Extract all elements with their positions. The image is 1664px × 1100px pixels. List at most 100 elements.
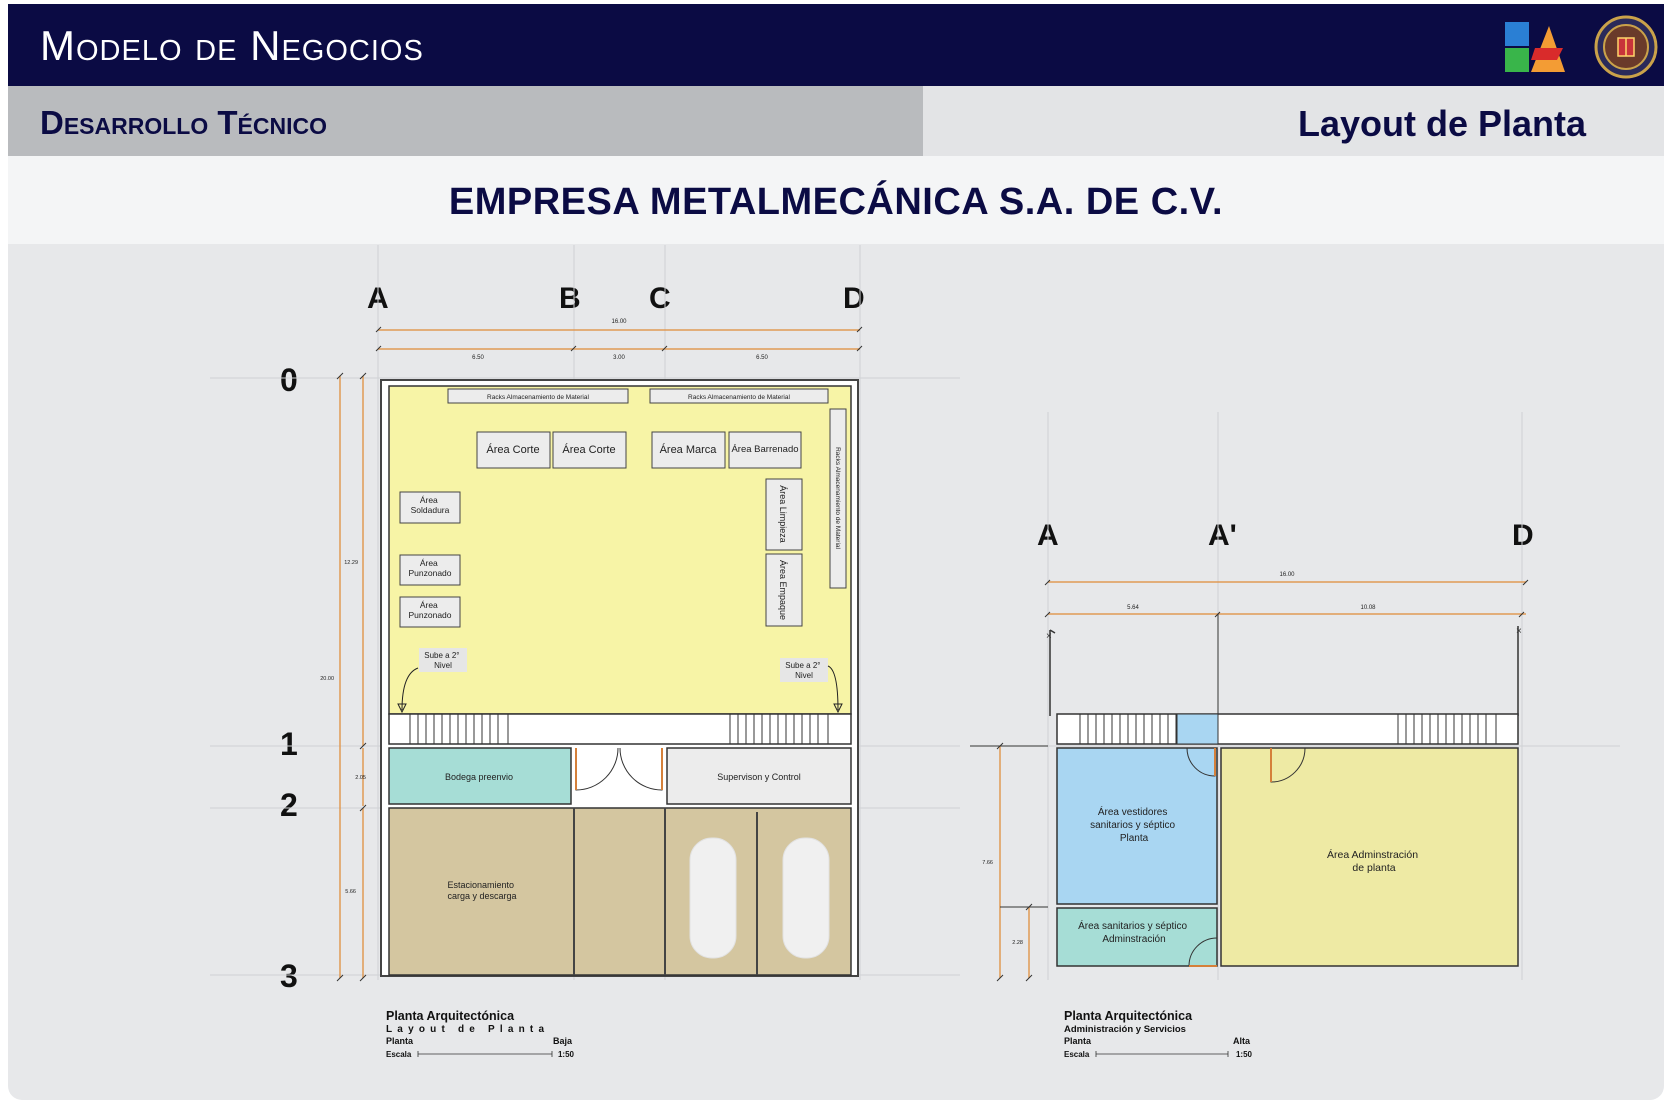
racks-top-2-label: Racks Almacenamiento de Material [688, 394, 790, 401]
area-corte-2-label: Área Corte [562, 443, 615, 456]
caption-escala: Escala [386, 1050, 412, 1059]
racks-side-label: Racks Almacenamiento de Material [834, 447, 841, 549]
upper-caption-subtitle: Administración y Servicios [1064, 1024, 1186, 1035]
door-administracion-icon [1270, 747, 1306, 783]
caption-title: Planta Arquitectónica [386, 1009, 515, 1023]
parking-area [388, 807, 852, 976]
area-corte-1-label: Área Corte [486, 443, 539, 456]
racks-top-1-label: Racks Almacenamiento de Material [487, 394, 589, 401]
dim-part-3: 6.50 [756, 355, 768, 361]
axis-label-d-upper: D [1512, 519, 1534, 552]
upper-floor-plan: A A' D 16.00 5.64 10.08 [970, 412, 1620, 1059]
page-title-bar [923, 86, 1664, 156]
left-dimensions [339, 376, 364, 978]
corner-mark-icon: × [1046, 631, 1052, 642]
caption-planta-value: Baja [553, 1036, 573, 1046]
bodega-preenvio [388, 747, 572, 805]
upper-caption-title: Planta Arquitectónica [1064, 1009, 1193, 1023]
racks-side [829, 408, 847, 589]
area-corte-2 [552, 431, 627, 469]
supervision-label: Supervison y Control [717, 772, 801, 782]
area-administracion [1220, 747, 1519, 967]
upper-dim-part-1: 5.64 [1127, 605, 1139, 611]
area-limpieza [765, 478, 803, 551]
area-soldadura [399, 491, 461, 524]
upper-dim-total: 16.00 [1279, 572, 1295, 578]
dim-left-4: 5.66 [345, 889, 356, 895]
bodega-label: Bodega preenvio [445, 772, 513, 782]
caption-subtitle: Layout de Planta [386, 1024, 549, 1035]
area-punzonado-2-label: Área Punzonado [408, 600, 451, 620]
caption-planta: Planta [386, 1036, 414, 1046]
sube-nivel-2 [780, 658, 828, 682]
ground-floor-plan: A B C D 0 1 2 3 16.00 6.50 [210, 245, 960, 1059]
upper-stair-left-icon [1079, 713, 1177, 745]
corner-mark-icon: × [1516, 626, 1522, 637]
company-name: EMPRESA METALMECÁNICA S.A. DE C.V. [448, 181, 1224, 223]
section-title: Desarrollo Técnico [40, 104, 327, 141]
soldadura-line: Área [420, 495, 438, 505]
university-seal-icon [1594, 15, 1658, 79]
fca-logo-icon [1505, 22, 1565, 72]
sube-nivel-2-label: Sube a 2° Nivel [785, 661, 822, 680]
door-sanitarios-icon [1188, 937, 1218, 967]
racks-top-1 [447, 388, 629, 404]
area-punzonado-1-label: Área Punzonado [408, 558, 451, 578]
upper-caption-escala-value: 1:50 [1236, 1050, 1253, 1059]
axis-label-d: D [843, 282, 865, 315]
upper-dim-left-1: 7.66 [982, 860, 993, 866]
sanitarios-label: Área sanitarios y séptico Adminstración [1078, 919, 1190, 945]
racks-top-2 [649, 388, 829, 404]
area-empaque [765, 553, 803, 627]
top-dimensions [378, 329, 860, 350]
area-punzonado-2 [399, 596, 461, 628]
area-limpieza-label: Área Limpieza [778, 485, 788, 543]
entrance-door-icon [575, 747, 663, 791]
page-title: Layout de Planta [1298, 103, 1587, 144]
axis-label-c: C [649, 282, 671, 315]
axis-label-a-prime: A' [1208, 519, 1237, 552]
upper-caption-escala: Escala [1064, 1050, 1090, 1059]
area-corte-1 [476, 431, 551, 469]
estacionamiento-label: Estacionamiento carga y descarga [447, 880, 516, 901]
area-vestidores [1056, 747, 1218, 905]
dim-left-3: 2.05 [355, 775, 366, 781]
area-empaque-label: Área Empaque [778, 560, 788, 620]
door-vestidores-icon [1186, 747, 1216, 777]
company-bar [8, 156, 1664, 244]
car-icon [689, 837, 830, 959]
axis-number-1: 1 [280, 726, 298, 762]
main-title: Modelo de Negocios [40, 22, 424, 69]
supervision-control [666, 747, 852, 805]
axis-label-b: B [559, 282, 581, 315]
stair-right-icon [729, 713, 829, 745]
administracion-label: Área Adminstración de planta [1327, 848, 1421, 874]
axis-number-2: 2 [280, 787, 298, 823]
dim-left-1: 12.29 [344, 560, 358, 566]
axis-number-0: 0 [280, 362, 298, 398]
dim-part-1: 6.50 [472, 355, 484, 361]
upper-left-dimensions [999, 746, 1030, 978]
area-barrenado-label: Área Barrenado [731, 444, 798, 455]
upper-stairs-corridor [1056, 713, 1519, 745]
dim-total: 16.00 [611, 319, 627, 325]
upper-dim-part-2: 10.08 [1360, 605, 1376, 611]
ground-floor-caption: Planta Arquitectónica Layout de Planta P… [386, 1009, 575, 1059]
upper-floor-caption: Planta Arquitectónica Administración y S… [1064, 1009, 1253, 1059]
caption-escala-value: 1:50 [558, 1050, 575, 1059]
area-barrenado [728, 431, 802, 469]
section-bar [8, 86, 923, 156]
upper-dim-left-2: 2.28 [1012, 940, 1023, 946]
area-soldadura-label: Área Soldadura [411, 495, 450, 515]
vestidores-label: Área vestidores sanitarios y séptico Pla… [1090, 805, 1178, 844]
stair-left-icon [409, 713, 509, 745]
area-punzonado-1 [399, 554, 461, 586]
sube-nivel-1 [419, 648, 467, 672]
dim-left-2: 20.00 [320, 676, 334, 682]
axis-number-3: 3 [280, 958, 298, 994]
upper-stair-right-icon [1397, 713, 1497, 745]
area-marca-label: Área Marca [660, 443, 718, 456]
dim-part-2: 3.00 [613, 355, 625, 361]
sube-nivel-1-label: Sube a 2° Nivel [424, 651, 461, 670]
